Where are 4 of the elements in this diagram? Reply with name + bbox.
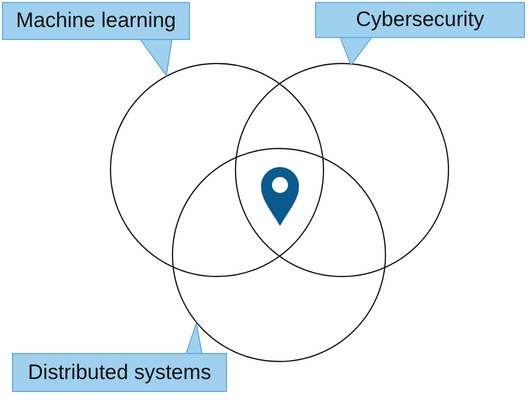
callout-box: Distributed systems: [12, 353, 227, 392]
callout-pointer: [339, 36, 373, 66]
callout-pointer: [185, 322, 203, 354]
callout-pointer: [139, 38, 173, 78]
